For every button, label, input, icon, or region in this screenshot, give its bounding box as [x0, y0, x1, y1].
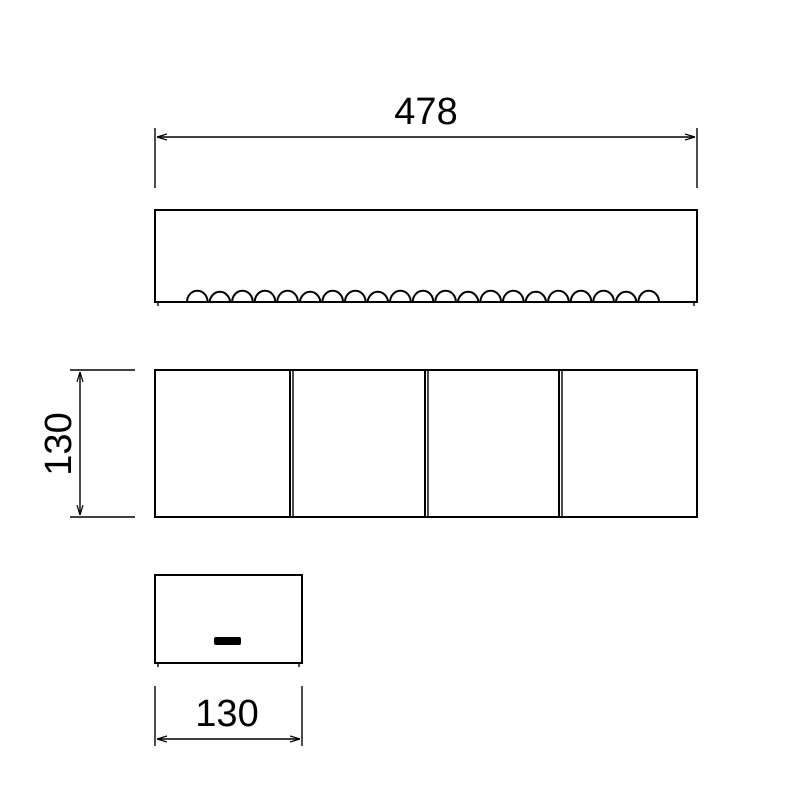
scallop-edge [186, 289, 660, 303]
width-dimension-label: 130 [195, 693, 258, 735]
front-view-scallop-row [186, 289, 660, 303]
front-view-outline [154, 209, 698, 303]
length-dimension: 478 [154, 91, 698, 188]
depth-dimension: 130 [38, 369, 135, 518]
depth-dimension-label: 130 [38, 412, 80, 475]
side-view [154, 574, 303, 667]
side-view-outline [154, 574, 303, 664]
side-view-slot [214, 637, 241, 645]
plan-view [154, 369, 698, 518]
length-dimension-label: 478 [394, 91, 457, 133]
width-dimension: 130 [154, 686, 303, 746]
front-view [154, 209, 698, 306]
